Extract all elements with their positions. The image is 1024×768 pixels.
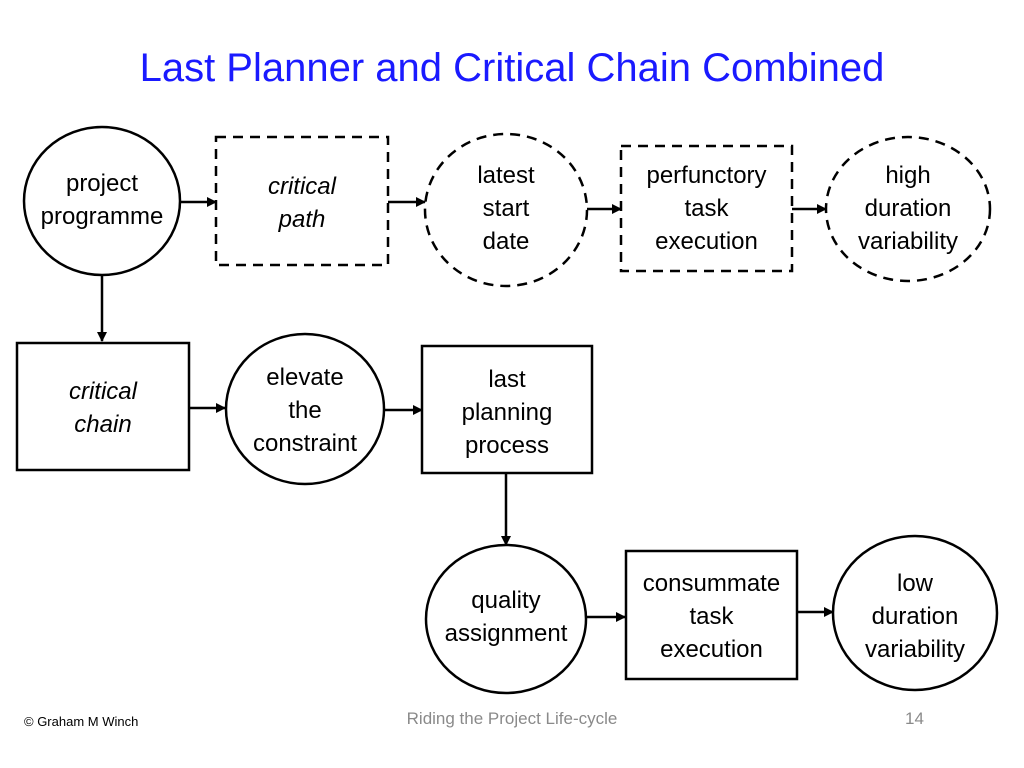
- node-shape-critical-chain: [15, 341, 191, 472]
- node-label-perfunctory-task-execution: perfunctory task execution: [646, 161, 767, 255]
- node-shape-critical-path: [214, 135, 390, 267]
- node-shape-high-duration-variability: [824, 135, 992, 283]
- node-label-quality-assignment: quality assignment: [444, 587, 568, 647]
- node-label-high-duration-variability: high duration variability: [857, 161, 959, 255]
- node-shape-low-duration-variability: [831, 534, 999, 692]
- node-label-project-programme: project programme: [40, 170, 164, 230]
- page-number: 14: [905, 709, 924, 728]
- footer-subtitle: Riding the Project Life-cycle: [406, 709, 618, 728]
- node-label-critical-chain: critical chain: [68, 378, 137, 438]
- node-label-consummate-task-execution: consummate task execution: [642, 569, 781, 663]
- node-shape-perfunctory-task-execution: [619, 144, 794, 273]
- node-shape-elevate-the-constraint: [224, 332, 386, 486]
- node-label-elevate-the-constraint: elevate the constraint: [252, 363, 358, 457]
- node-shape-quality-assignment: [424, 543, 588, 695]
- node-label-critical-path: critical path: [267, 173, 336, 233]
- node-label-latest-start-date: latest start date: [477, 161, 535, 255]
- slide-title: Last Planner and Critical Chain Combined: [139, 46, 885, 90]
- node-label-last-planning-process: last planning process: [461, 365, 553, 459]
- node-label-low-duration-variability: low duration variability: [864, 569, 966, 663]
- node-shape-project-programme: [22, 125, 182, 277]
- node-shape-last-planning-process: [420, 344, 594, 475]
- copyright-text: © Graham M Winch: [24, 714, 139, 729]
- node-shape-consummate-task-execution: [624, 549, 799, 681]
- node-shape-latest-start-date: [423, 132, 589, 288]
